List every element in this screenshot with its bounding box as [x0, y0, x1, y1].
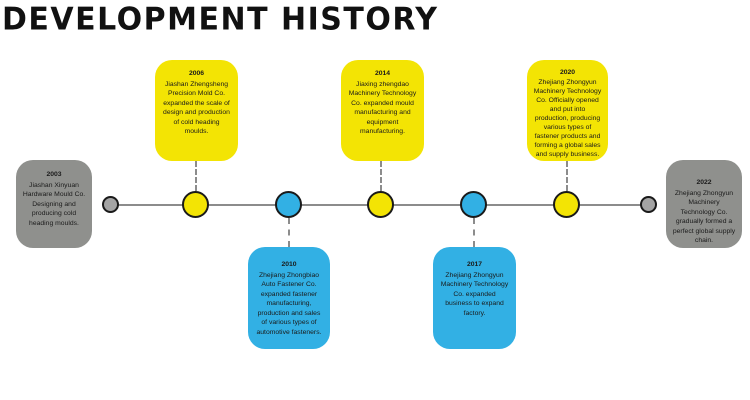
timeline-node-2010	[275, 191, 302, 218]
event-card-2010: 2010 Zhejiang Zhongbiao Auto Fastener Co…	[248, 247, 330, 349]
timeline-node-start	[102, 196, 119, 213]
event-description: Jiashan Zhengsheng Precision Mold Co. ex…	[163, 80, 230, 136]
event-description: Jiashan Xinyuan Hardware Mould Co. Desig…	[22, 181, 86, 227]
connector-2017	[473, 218, 475, 247]
event-card-2006: 2006 Jiashan Zhengsheng Precision Mold C…	[155, 60, 238, 161]
event-year: 2017	[466, 261, 483, 268]
event-year: 2010	[281, 261, 297, 268]
connector-2010	[288, 218, 290, 247]
connector-2020	[566, 161, 568, 191]
event-description: Zhejiang Zhongyun Machinery Technology C…	[440, 271, 509, 317]
connector-2014	[380, 161, 382, 191]
event-description: Zhejiang Zhongbiao Auto Fastener Co. exp…	[256, 271, 322, 336]
timeline-node-2006	[182, 191, 209, 218]
event-card-2020: 2020 Zhejiang Zhongyun Machinery Technol…	[527, 60, 608, 161]
timeline-node-2014	[367, 191, 394, 218]
event-description: Jiaxing zhengdao Machinery Technology Co…	[348, 80, 417, 136]
event-year: 2020	[559, 69, 576, 76]
timeline-node-2020	[553, 191, 580, 218]
event-card-2022: 2022 Zhejiang Zhongyun Machinery Technol…	[666, 160, 742, 248]
event-year: 2006	[188, 70, 205, 77]
event-year: 2014	[374, 70, 391, 77]
event-description: Zhejiang Zhongyun Machinery Technology C…	[672, 189, 736, 245]
page-title: DEVELOPMENT HISTORY	[2, 1, 439, 38]
timeline-node-end	[640, 196, 657, 213]
event-description: Zhejiang Zhongyun Machinery Technology C…	[533, 79, 602, 158]
event-year: 2003	[46, 171, 62, 178]
connector-2006	[195, 161, 197, 191]
event-year: 2022	[696, 179, 712, 186]
event-card-2017: 2017 Zhejiang Zhongyun Machinery Technol…	[433, 247, 516, 349]
event-card-2003: 2003 Jiashan Xinyuan Hardware Mould Co. …	[16, 160, 92, 248]
event-card-2014: 2014 Jiaxing zhengdao Machinery Technolo…	[341, 60, 424, 161]
timeline-node-2017	[460, 191, 487, 218]
